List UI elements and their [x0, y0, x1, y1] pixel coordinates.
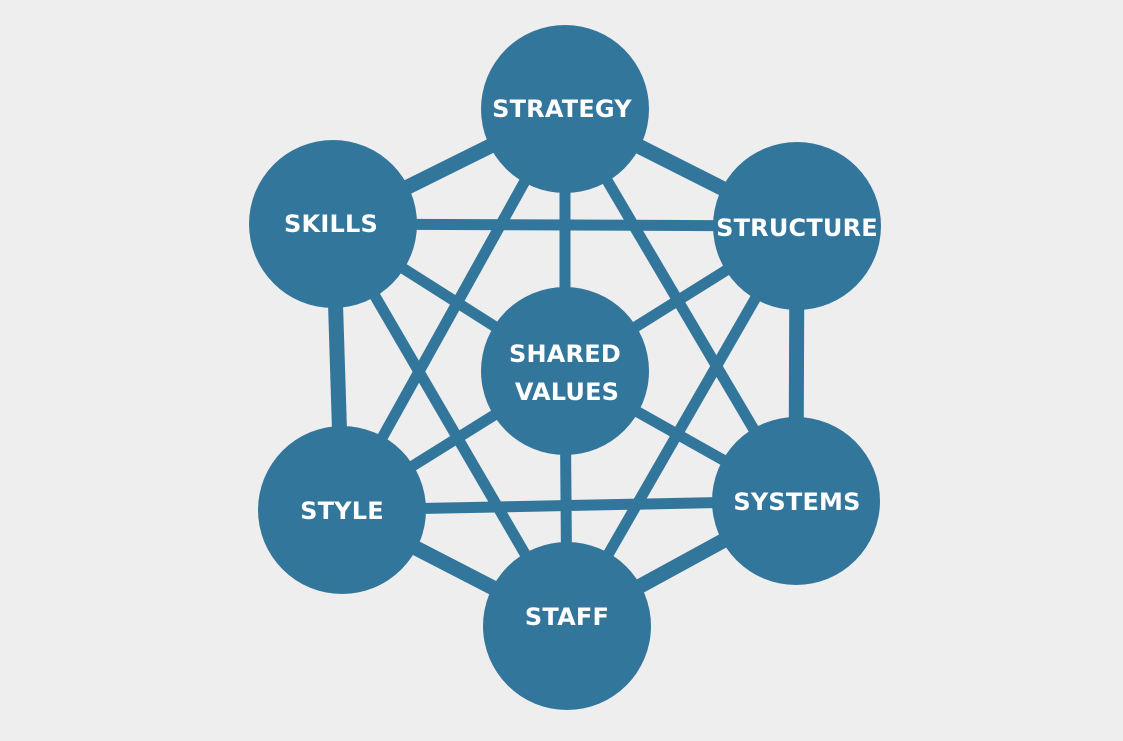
node-shared-values-circle	[481, 287, 649, 455]
node-systems-circle	[712, 417, 880, 585]
node-skills-label: SKILLS	[284, 210, 378, 238]
node-style-label: STYLE	[300, 497, 384, 525]
node-staff-circle	[483, 542, 651, 710]
node-strategy: STRATEGY	[481, 25, 649, 193]
node-structure-circle	[713, 142, 881, 310]
node-strategy-circle	[481, 25, 649, 193]
node-skills: SKILLS	[249, 140, 417, 308]
node-staff: STAFF	[483, 542, 651, 710]
node-staff-label: STAFF	[525, 603, 609, 631]
node-shared-values: SHARED VALUES	[481, 287, 649, 455]
node-systems: SYSTEMS	[712, 417, 880, 585]
node-skills-circle	[249, 140, 417, 308]
node-strategy-label: STRATEGY	[492, 95, 632, 123]
nodes: STRATEGY STRUCTURE SYSTEMS SHARED VALUES…	[249, 25, 881, 710]
node-style: STYLE	[258, 426, 426, 594]
node-structure: STRUCTURE	[713, 142, 881, 310]
node-shared-values-label-line1: SHARED	[509, 340, 621, 368]
node-shared-values-label-line2: VALUES	[515, 378, 619, 406]
node-structure-label: STRUCTURE	[716, 214, 878, 242]
node-systems-label: SYSTEMS	[733, 488, 860, 516]
node-style-circle	[258, 426, 426, 594]
